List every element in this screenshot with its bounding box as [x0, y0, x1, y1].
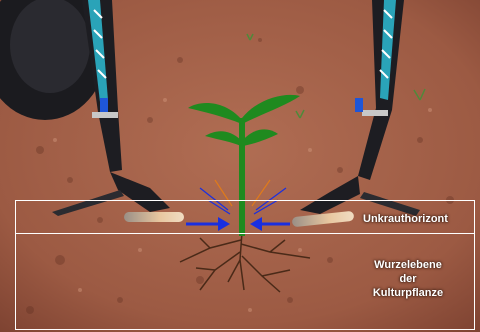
- root-zone-label-line3: Kulturpflanze: [356, 286, 460, 300]
- weed-horizon-label: Unkrauthorizont: [363, 212, 448, 226]
- root-zone-label-line2: der: [356, 272, 460, 286]
- root-zone-label: Wurzelebene der Kulturpflanze: [356, 258, 460, 300]
- root-zone-label-line1: Wurzelebene: [356, 258, 460, 272]
